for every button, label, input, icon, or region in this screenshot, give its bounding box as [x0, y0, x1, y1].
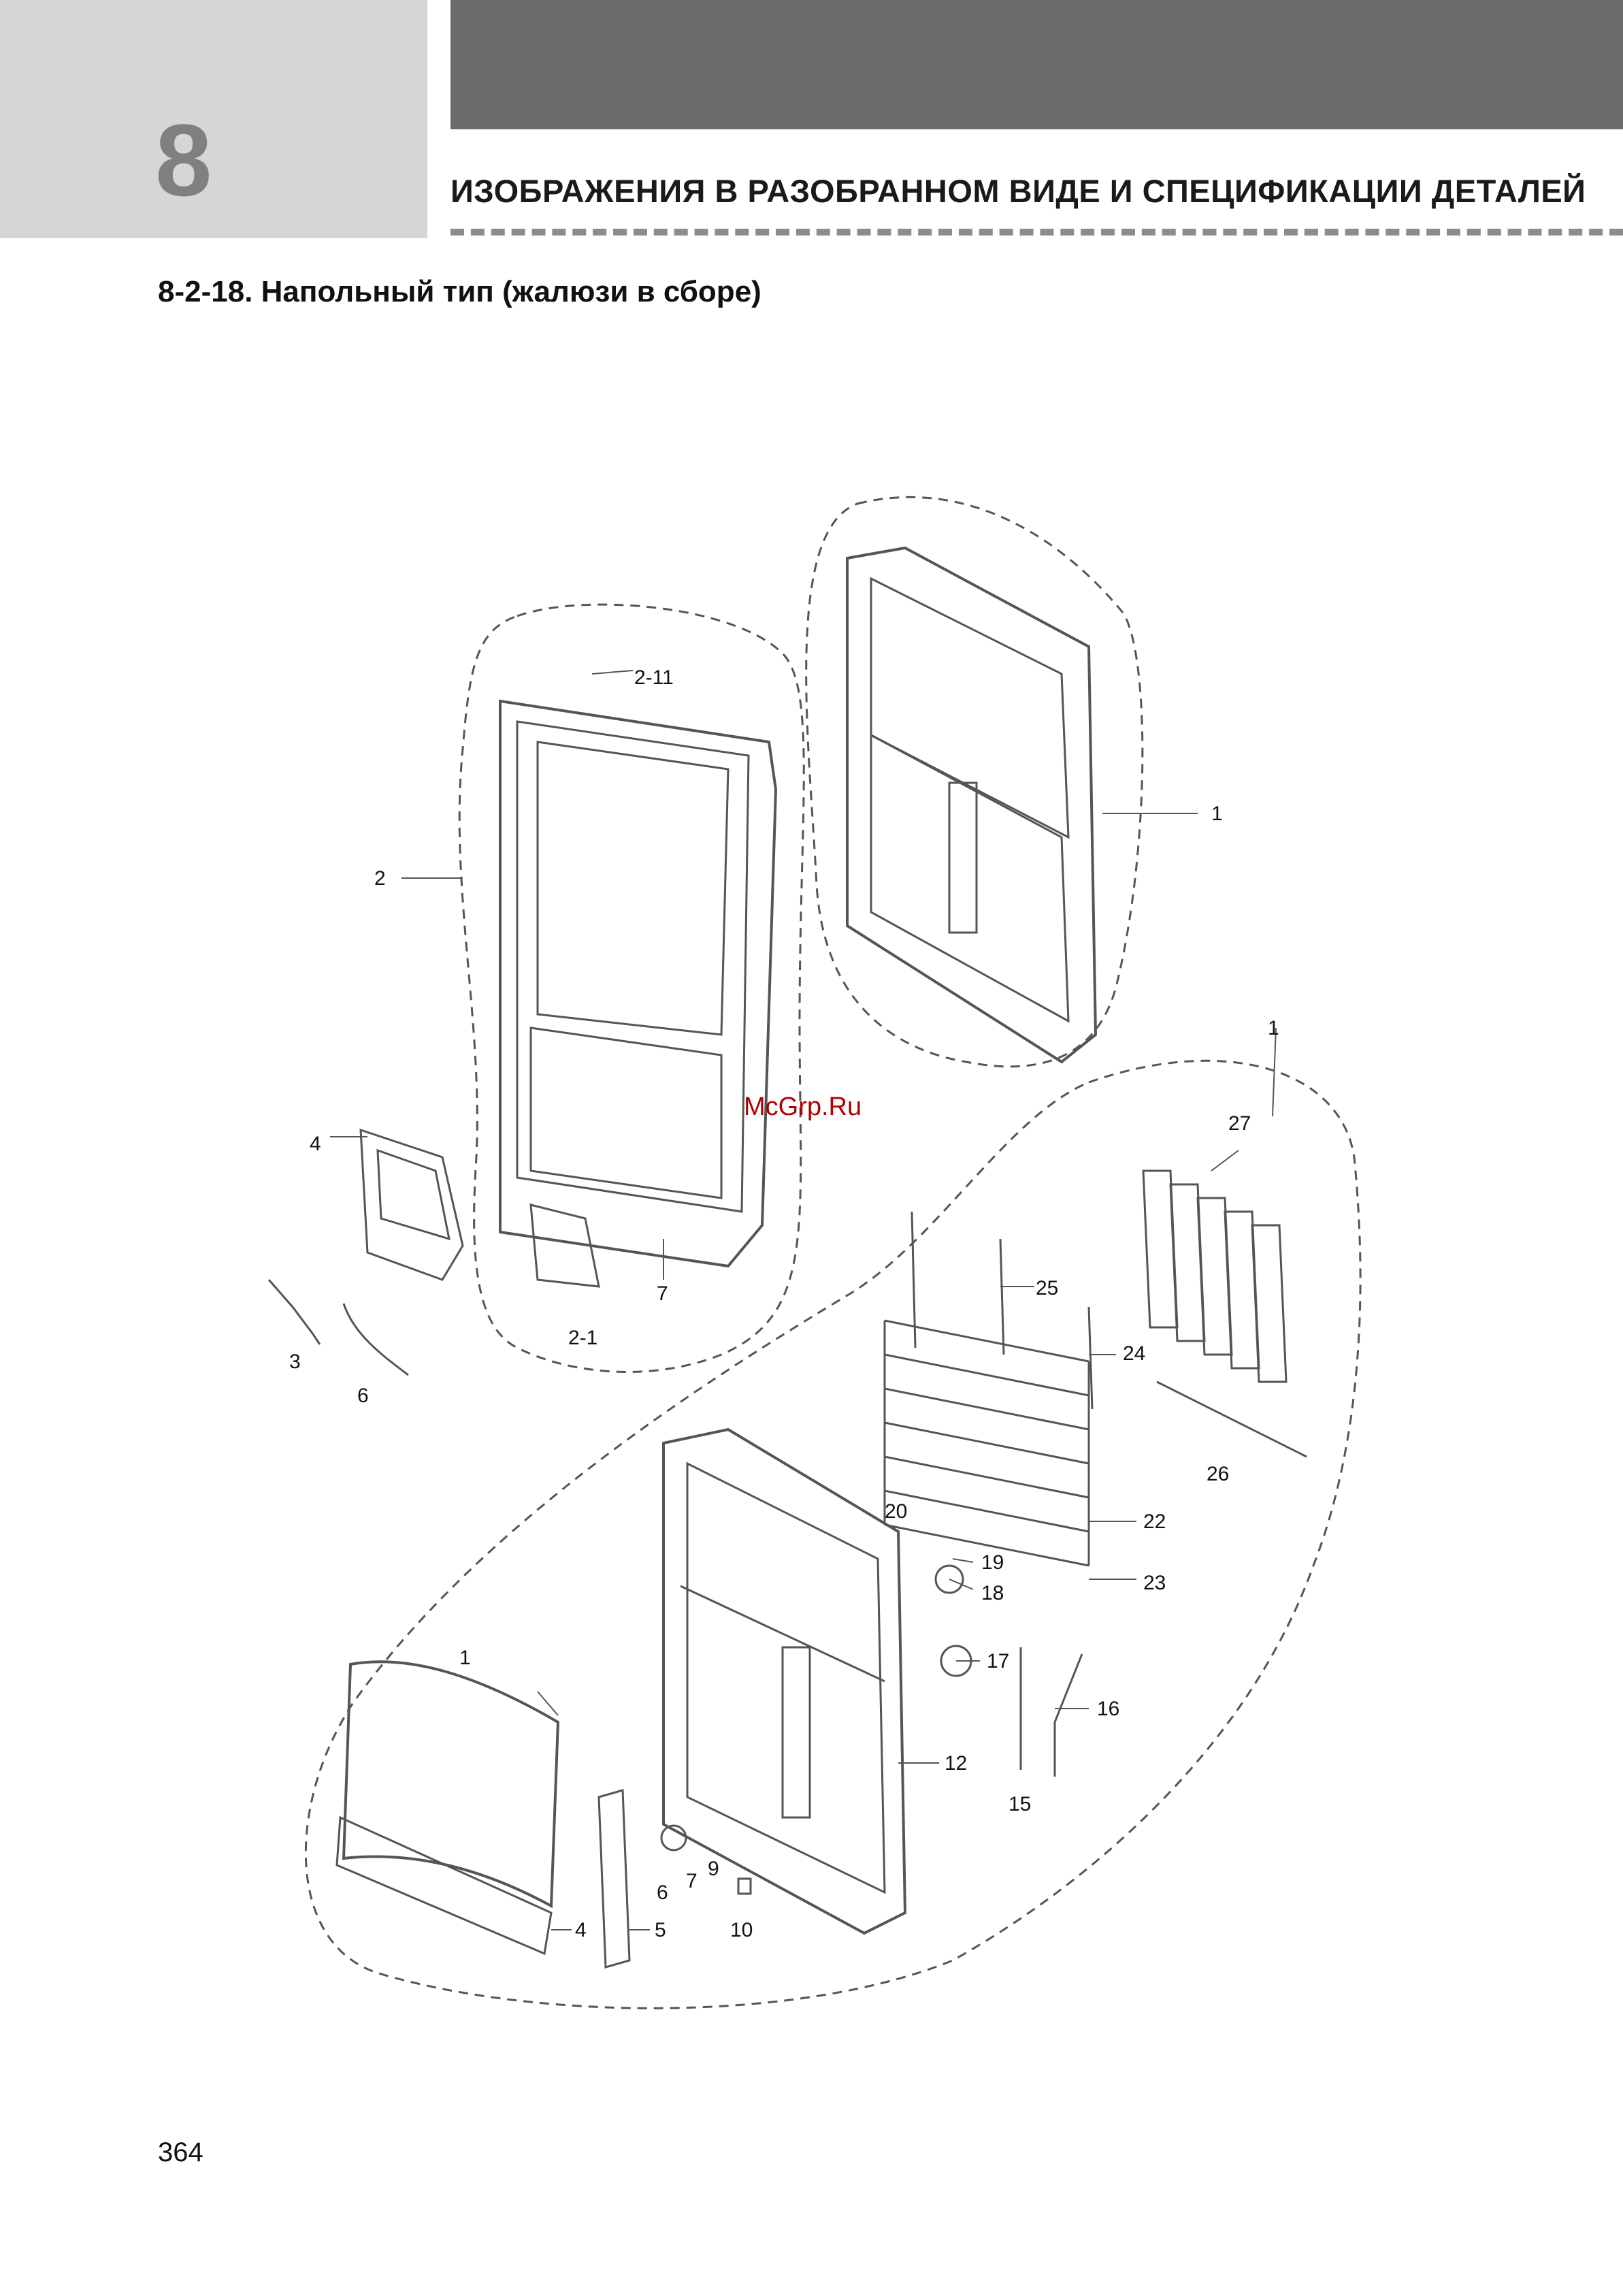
callout-22: 22 — [1143, 1510, 1166, 1533]
callout-2: 2 — [374, 867, 386, 890]
callout-19: 19 — [981, 1551, 1004, 1574]
page-number: 364 — [158, 2137, 203, 2168]
part-1-rear-frame — [847, 548, 1096, 1062]
group-outline-louver-assembly — [306, 1061, 1360, 2008]
part-10-clip — [738, 1879, 751, 1894]
callout-5: 5 — [655, 1919, 666, 1941]
callout-6-top: 6 — [357, 1385, 369, 1407]
callout-24: 24 — [1123, 1342, 1145, 1365]
group-outline-front-panel — [459, 604, 804, 1372]
callout-2-11: 2-11 — [634, 666, 674, 689]
part-22-horizontal-louvers — [885, 1321, 1089, 1566]
part-25-link-rod-2 — [1000, 1239, 1004, 1355]
part-4-control-box — [361, 1130, 463, 1280]
callout-9: 9 — [708, 1858, 719, 1880]
callout-15: 15 — [1009, 1793, 1031, 1815]
callout-17: 17 — [987, 1650, 1009, 1672]
watermark: McGrp.Ru — [744, 1093, 862, 1122]
part-27-louver-blades — [1143, 1171, 1286, 1382]
callout-26: 26 — [1207, 1463, 1229, 1485]
callout-4-bottom: 4 — [575, 1919, 587, 1941]
callout-7-top: 7 — [657, 1282, 668, 1305]
callout-7-bottom: 7 — [686, 1870, 698, 1892]
callout-10: 10 — [730, 1919, 753, 1941]
callout-4-control-box: 4 — [310, 1133, 321, 1155]
callout-3: 3 — [289, 1351, 301, 1373]
part-16-wire — [1055, 1654, 1082, 1777]
callout-12: 12 — [945, 1752, 967, 1775]
part-3-wire — [269, 1280, 320, 1344]
callout-1-louver-group: 1 — [1268, 1017, 1279, 1039]
callout-1-rear-frame: 1 — [1211, 803, 1223, 825]
part-12-louver-frame — [663, 1429, 905, 1933]
callout-18: 18 — [981, 1582, 1004, 1604]
callout-23: 23 — [1143, 1572, 1166, 1594]
callout-16: 16 — [1097, 1698, 1119, 1720]
callout-27: 27 — [1228, 1112, 1251, 1135]
part-5-grille-strip — [599, 1790, 629, 1967]
part-6-wire — [344, 1304, 408, 1375]
callout-2-1: 2-1 — [568, 1327, 597, 1349]
leader-lines — [330, 670, 1276, 1930]
callout-6-bottom: 6 — [657, 1881, 668, 1904]
callout-20: 20 — [885, 1500, 907, 1523]
part-26-link-bar — [1157, 1382, 1307, 1457]
callout-25: 25 — [1036, 1277, 1058, 1299]
callout-1-front-panel: 1 — [459, 1647, 471, 1669]
part-1-front-panel — [337, 1662, 558, 1954]
part-2-front-frame — [500, 701, 776, 1266]
